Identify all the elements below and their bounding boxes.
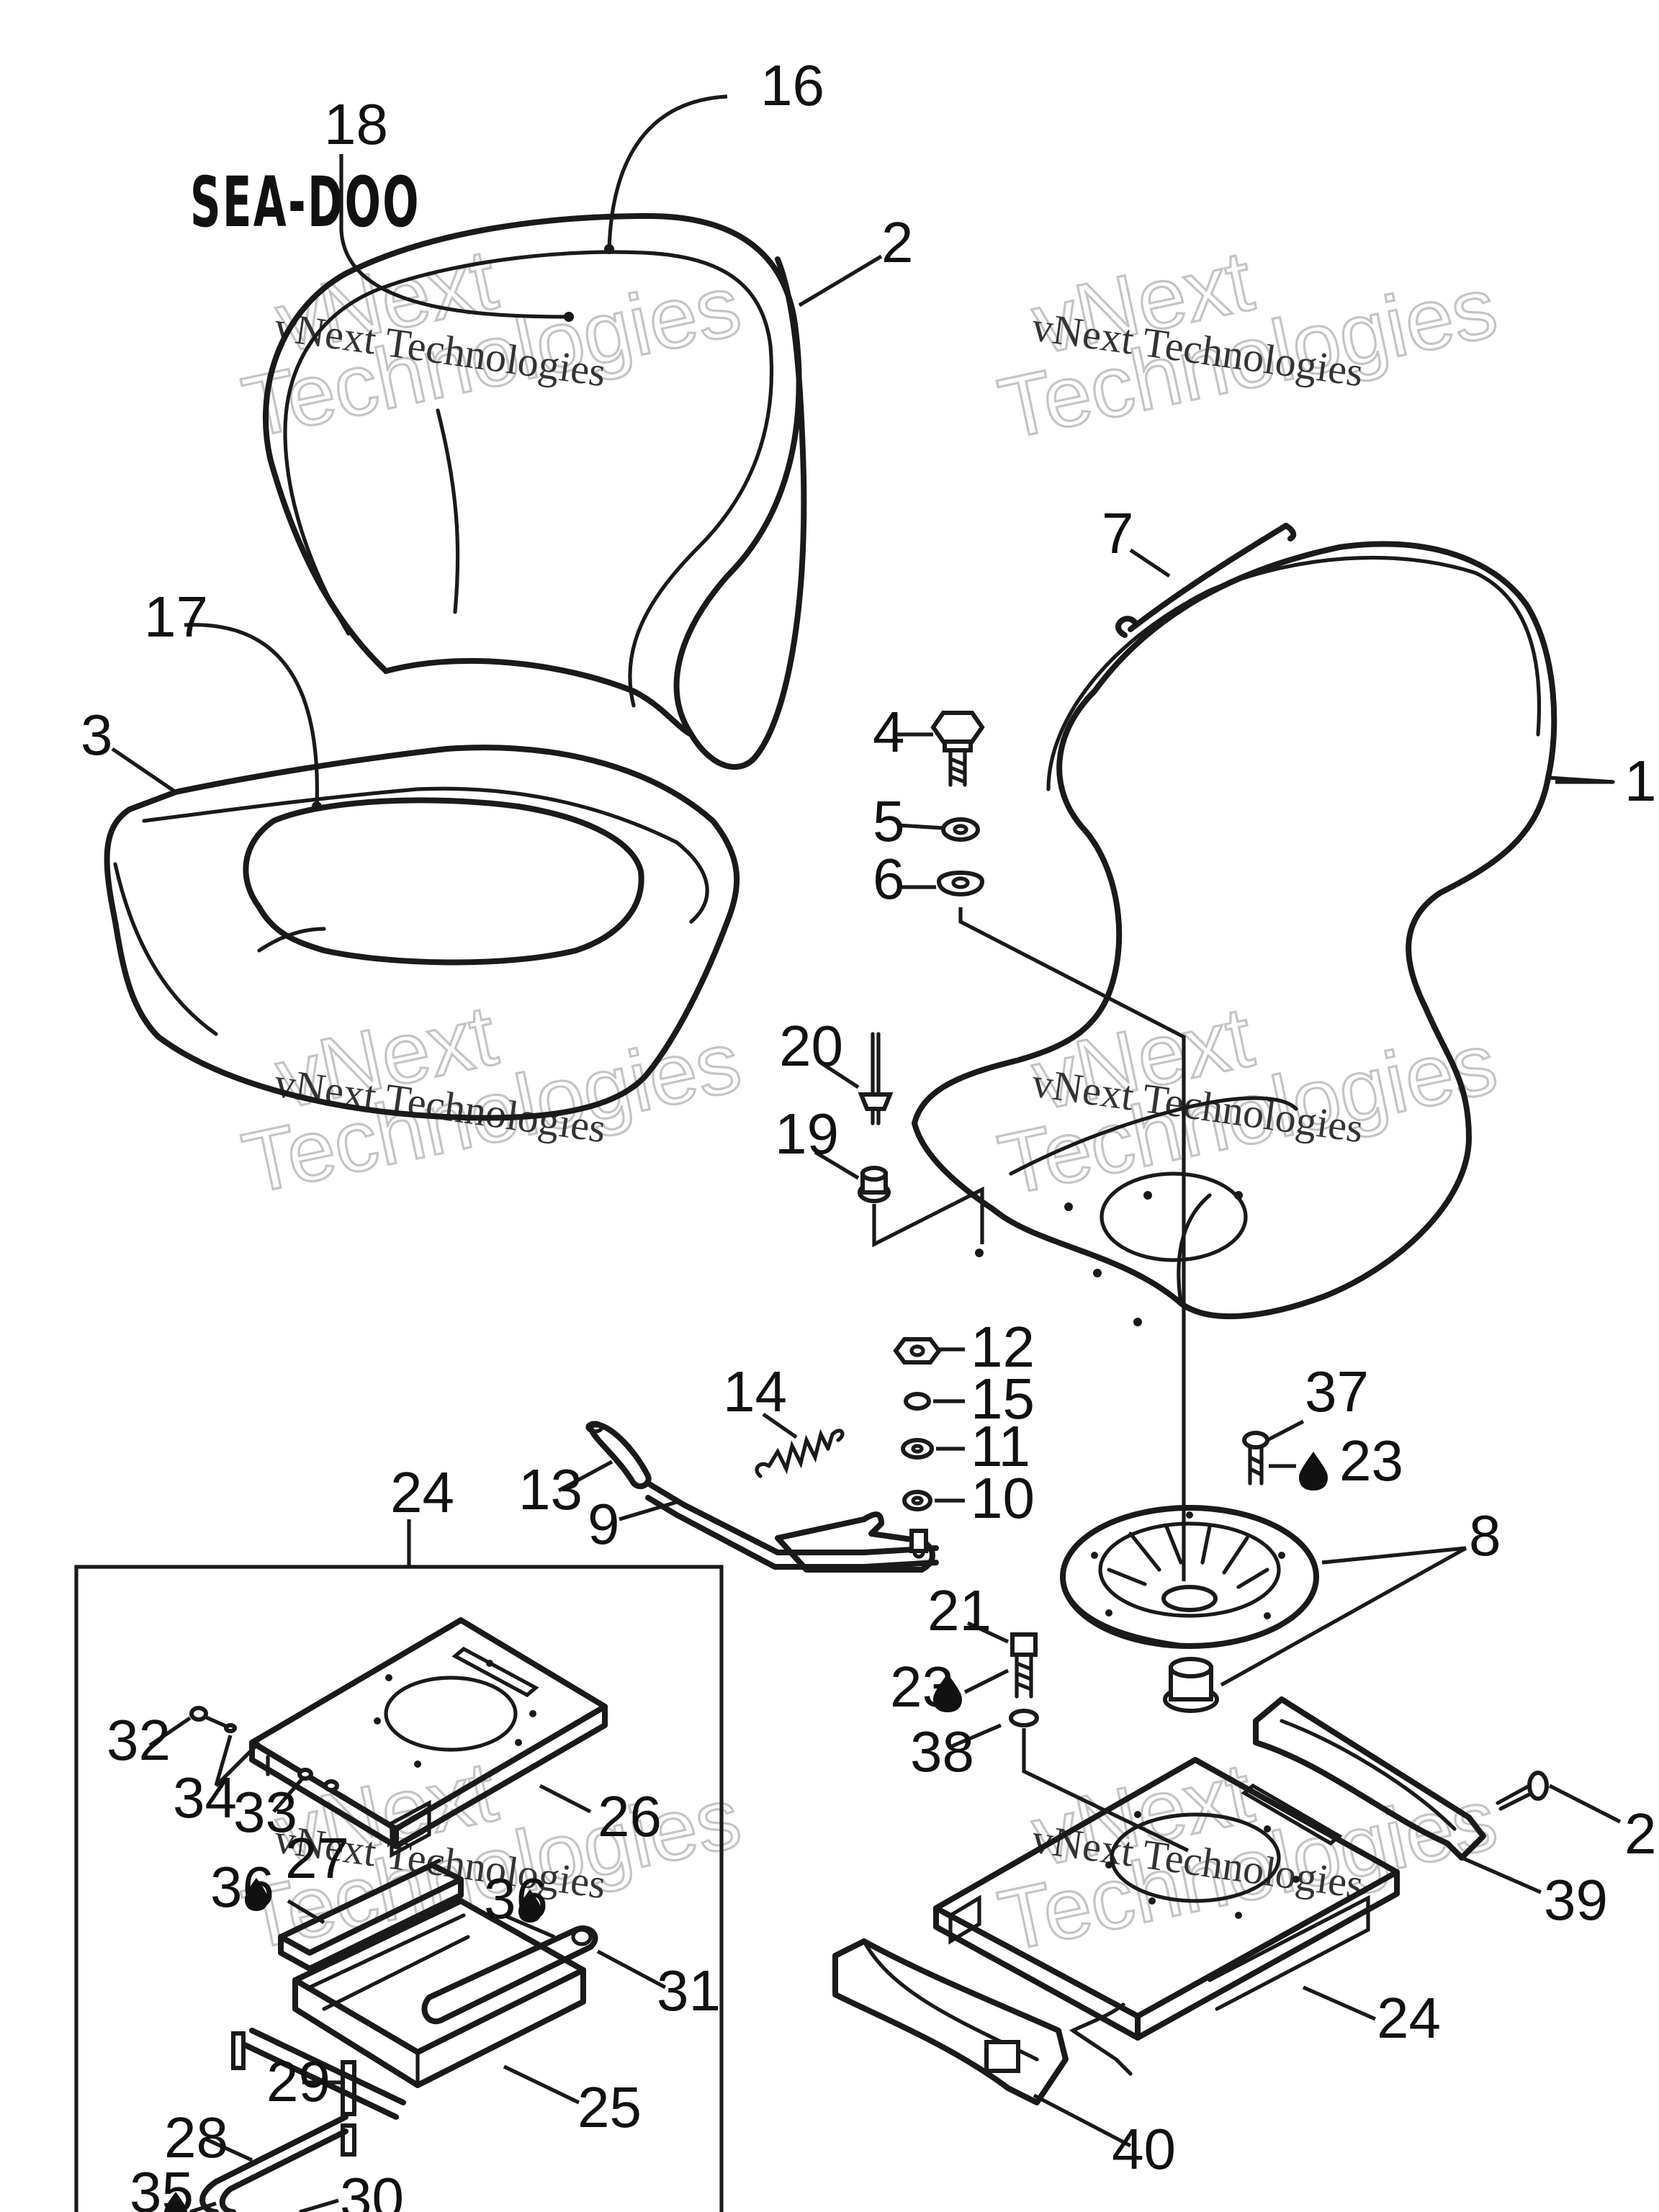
- watermarks: vNext Technologies vNext Technologies vN…: [234, 230, 1506, 1971]
- callout-8: 8: [1469, 1503, 1501, 1568]
- callout-33: 33: [233, 1780, 297, 1844]
- grip-13: [585, 1421, 652, 1490]
- seat-cushion: [104, 745, 740, 1121]
- callout-23a: 23: [1339, 1429, 1403, 1493]
- assembly-line: [958, 907, 1186, 1581]
- backrest-cover: [263, 213, 807, 770]
- callout-9: 9: [588, 1492, 620, 1556]
- adhesive-drop-icon: [933, 1673, 962, 1712]
- assembly-line: [1022, 1728, 1190, 1853]
- callout-11: 11: [971, 1414, 1030, 1478]
- callout-24a: 24: [390, 1460, 454, 1524]
- grommet-6: [936, 871, 985, 896]
- washer-10-hole: [911, 1496, 924, 1506]
- callout-20: 20: [779, 1014, 843, 1078]
- washer-5-hole: [953, 824, 968, 835]
- callout-7: 7: [1102, 501, 1134, 565]
- slide-rail-assembly-24: [933, 1757, 1400, 2076]
- callout-18: 18: [324, 92, 388, 156]
- adhesive-drop-icon: [164, 2192, 187, 2212]
- swivel-base-8: [1060, 1505, 1319, 1649]
- adhesive-drop-icon: [245, 1878, 268, 1911]
- callout-2: 2: [881, 210, 914, 274]
- callout-1: 1: [1624, 749, 1657, 813]
- callout-17: 17: [144, 585, 208, 649]
- nut-33-b: [323, 1779, 339, 1792]
- kit-box-24: [74, 1519, 724, 2212]
- spring-14: [755, 1429, 845, 1478]
- callout-4: 4: [873, 700, 905, 764]
- pin-20: [858, 1032, 894, 1125]
- side-cover-39: [1253, 1696, 1486, 1861]
- spacer-19: [858, 1166, 891, 1203]
- callout-24b: 24: [1377, 1986, 1441, 2050]
- callout-3: 3: [81, 703, 113, 767]
- callout-25: 25: [577, 2075, 642, 2139]
- seat-shell: [912, 541, 1615, 1326]
- callout-35: 35: [130, 2160, 194, 2212]
- washer-10: [902, 1490, 932, 1511]
- washer-34: [224, 1723, 237, 1733]
- nut-33: [297, 1768, 313, 1781]
- callout-27: 27: [285, 1826, 349, 1890]
- callout-21: 21: [927, 1578, 992, 1642]
- callout-30: 30: [340, 2166, 404, 2212]
- callout-5: 5: [873, 789, 905, 853]
- sea-doo-logo: SEA-DOO: [190, 162, 421, 243]
- callout-26: 26: [598, 1784, 662, 1848]
- callout-labels: 1 2 3 4 5 6 7 8 9 10 11 12 13 14 15 16 1…: [81, 53, 1659, 2212]
- callout-19: 19: [775, 1102, 839, 1166]
- assembly-line: [872, 1186, 984, 1248]
- washer-5: [941, 817, 980, 842]
- callout-36a: 36: [210, 1855, 274, 1919]
- callout-40: 40: [1112, 2117, 1176, 2181]
- callout-36b: 36: [484, 1866, 548, 1930]
- tube-31: [421, 1925, 598, 2025]
- washer-38: [1009, 1709, 1039, 1727]
- adhesive-drop-icon: [1299, 1452, 1328, 1491]
- edge-trim: [1115, 523, 1297, 638]
- callout-38: 38: [910, 1719, 974, 1784]
- callout-12: 12: [971, 1315, 1035, 1379]
- callout-28: 28: [164, 2105, 228, 2170]
- callout-15: 15: [971, 1367, 1035, 1431]
- callout-6: 6: [873, 847, 905, 911]
- handle-28: [199, 2114, 349, 2212]
- release-lever-9: [645, 1480, 939, 1573]
- rivet-32: [189, 1706, 233, 1730]
- callout-13: 13: [518, 1457, 583, 1521]
- callout-14: 14: [723, 1359, 787, 1424]
- side-cover-40: [832, 1938, 1069, 2105]
- washer-11: [901, 1438, 934, 1460]
- adhesive-drop-icon: [518, 1889, 541, 1923]
- lock-washer-15: [904, 1392, 931, 1411]
- callout-34: 34: [173, 1766, 237, 1830]
- bolt-4: [930, 711, 985, 787]
- callout-22: 22: [1624, 1802, 1659, 1866]
- callout-16: 16: [760, 53, 824, 117]
- screw-37: [1242, 1431, 1269, 1485]
- screw-22: [1496, 1771, 1549, 1811]
- callout-37: 37: [1305, 1359, 1369, 1424]
- callout-23b: 23: [890, 1655, 954, 1719]
- leader-lines: [111, 94, 1622, 2212]
- bolt-21: [1010, 1632, 1038, 1699]
- callout-32: 32: [107, 1708, 171, 1772]
- callout-10: 10: [971, 1466, 1035, 1530]
- nut-12: [893, 1337, 942, 1364]
- slide-frame-25: [292, 1898, 586, 2088]
- callout-31: 31: [657, 1959, 721, 2023]
- callout-29: 29: [266, 2049, 331, 2113]
- washer-11-hole: [911, 1444, 924, 1454]
- callout-39: 39: [1544, 1868, 1608, 1932]
- bushing-8: [1163, 1657, 1219, 1713]
